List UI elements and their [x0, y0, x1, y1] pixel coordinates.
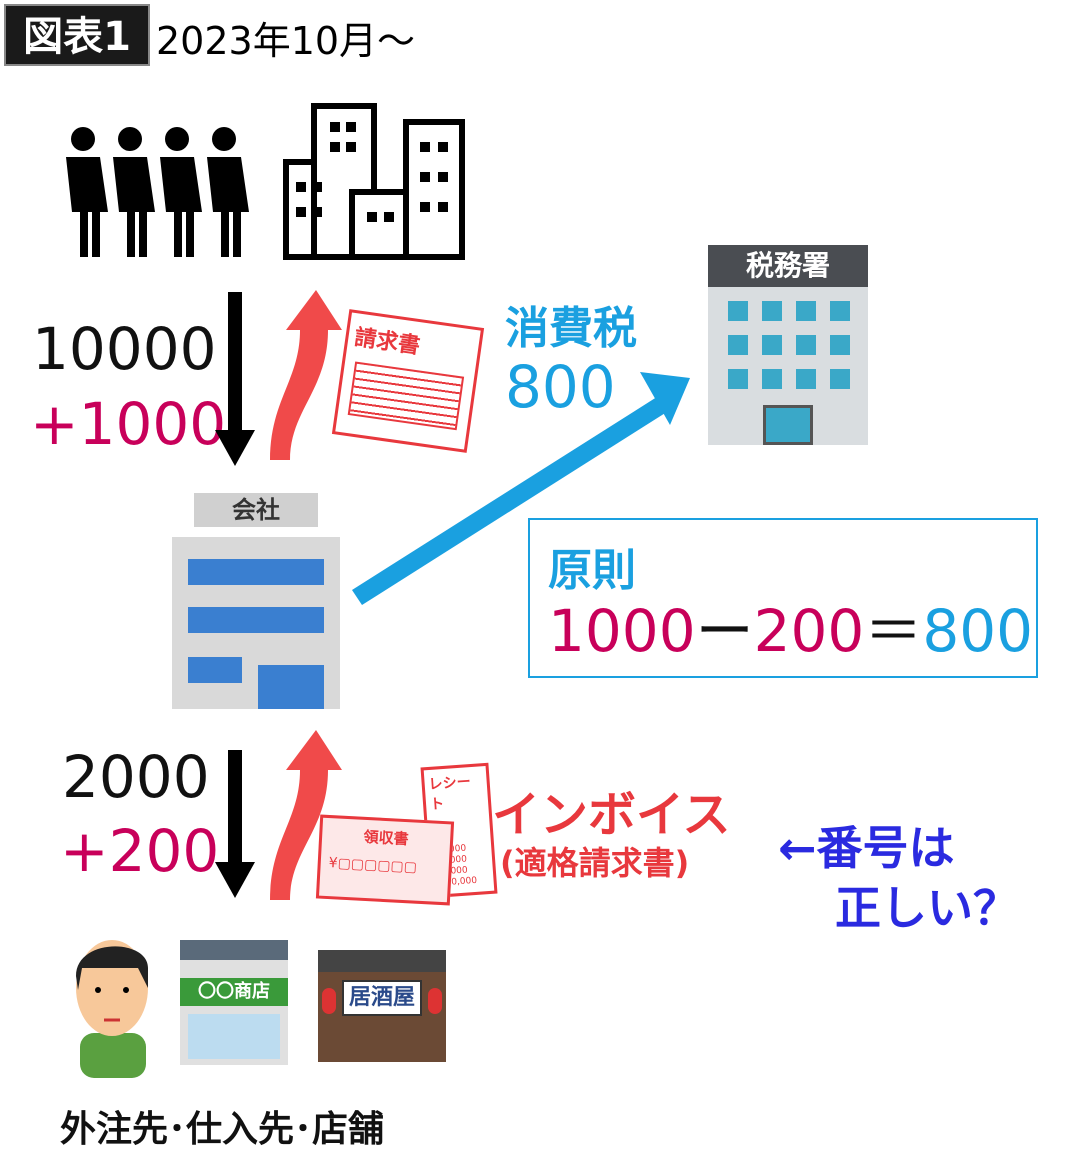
buildings-icon [283, 103, 465, 260]
supplier-tax-amount: +200 [60, 817, 220, 885]
purchase-tax-value: 200 [753, 597, 865, 665]
question-line2: 正しい？ [835, 881, 1019, 935]
principle-formula: 1000ー200＝800 [548, 602, 1033, 660]
contractor-person-icon [76, 940, 148, 1078]
suppliers-caption: 外注先･仕入先･店舗 [60, 1109, 385, 1150]
consumption-tax-label: 消費税 [505, 303, 637, 354]
down-arrow-customer [215, 292, 255, 466]
slip-line: ¥0,000 [445, 875, 478, 889]
shop-sign: 〇〇商店 [180, 978, 288, 1006]
tax-arrow [352, 372, 690, 605]
sales-tax-value: 1000 [548, 597, 696, 665]
minus-sign: ー [695, 597, 754, 665]
principle-title: 原則 [548, 545, 636, 596]
receipt-icon: 領収書 ¥▢▢▢▢▢▢ [315, 814, 455, 906]
tax-office-icon: 税務署 [708, 245, 868, 445]
customer-base-amount: 10000 [32, 315, 217, 383]
down-arrow-supplier [215, 750, 255, 898]
company-building-icon: 会社 [172, 493, 340, 711]
up-arrow-receipt [270, 730, 342, 900]
people-icon [66, 127, 249, 257]
up-arrow-invoice [270, 290, 342, 460]
customer-tax-amount: +1000 [30, 390, 227, 458]
supplier-base-amount: 2000 [62, 743, 210, 811]
consumption-tax-amount: 800 [505, 353, 616, 421]
invoice-document-icon: 請求書 [331, 309, 485, 453]
izakaya-icon: 居酒屋 [318, 950, 446, 1062]
payable-tax-value: 800 [922, 597, 1034, 665]
period-label: 2023年10月〜 [156, 19, 416, 63]
invoice-label: インボイス [492, 787, 731, 843]
tax-office-sign: 税務署 [708, 245, 868, 287]
figure-badge: 図表1 [4, 4, 150, 66]
slip-title: レシート [428, 774, 472, 813]
izakaya-sign: 居酒屋 [342, 980, 422, 1016]
invoice-sublabel: (適格請求書) [500, 844, 690, 882]
principle-box: 原則 1000ー200＝800 [528, 518, 1038, 678]
company-sign: 会社 [194, 493, 318, 527]
shop-icon: 〇〇商店 [180, 940, 288, 1065]
equals-sign: ＝ [864, 597, 923, 665]
question-line1: ←番号は [778, 821, 955, 875]
